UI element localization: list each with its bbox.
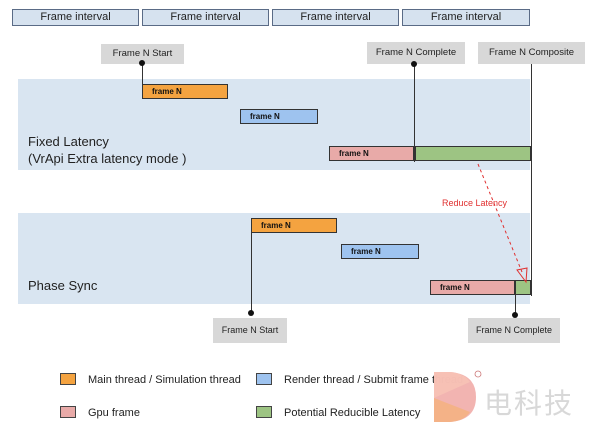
fixed-latency-subtitle: (VrApi Extra latency mode ) bbox=[28, 151, 187, 166]
legend-gpu-swatch bbox=[60, 406, 76, 418]
legend-render-swatch bbox=[256, 373, 272, 385]
phase-sync-title: Phase Sync bbox=[28, 278, 98, 293]
frame-interval-2: Frame interval bbox=[142, 9, 269, 26]
line-complete-bottom bbox=[515, 280, 516, 316]
phase-main-thread-bar: frame N bbox=[251, 218, 337, 233]
legend-main-label: Main thread / Simulation thread bbox=[88, 374, 241, 386]
fixed-gpu-frame-bar: frame N bbox=[329, 146, 414, 161]
marker-frame-complete-bottom: Frame N Complete bbox=[468, 318, 560, 343]
watermark-text: 电科技 bbox=[484, 387, 575, 420]
dot-start-bottom bbox=[248, 310, 254, 316]
legend-potential-swatch bbox=[256, 406, 272, 418]
dot-complete-top bbox=[411, 61, 417, 67]
reduce-latency-arrow bbox=[477, 163, 528, 284]
marker-frame-start-bottom: Frame N Start bbox=[213, 318, 287, 343]
frame-interval-4: Frame interval bbox=[402, 9, 530, 26]
dot-complete-bottom bbox=[512, 312, 518, 318]
line-start-bottom bbox=[251, 218, 252, 314]
fixed-potential-latency-bar bbox=[415, 146, 531, 161]
marker-frame-composite-top: Frame N Composite bbox=[478, 42, 585, 64]
legend-gpu-label: Gpu frame bbox=[88, 407, 140, 419]
frame-interval-3: Frame interval bbox=[272, 9, 399, 26]
marker-frame-start-top: Frame N Start bbox=[101, 44, 184, 64]
marker-frame-complete-top: Frame N Complete bbox=[367, 42, 465, 64]
watermark-logo-icon bbox=[434, 370, 482, 422]
legend-main-swatch bbox=[60, 373, 76, 385]
frame-interval-1: Frame interval bbox=[12, 9, 139, 26]
dot-start-top bbox=[139, 60, 145, 66]
fixed-latency-title: Fixed Latency bbox=[28, 134, 109, 149]
legend-render-label: Render thread / Submit frame thread bbox=[284, 374, 464, 386]
fixed-main-thread-bar: frame N bbox=[142, 84, 228, 99]
line-start-top bbox=[142, 63, 143, 99]
reduce-latency-label: Reduce Latency bbox=[442, 198, 508, 208]
phase-gpu-frame-bar: frame N bbox=[430, 280, 515, 295]
line-composite bbox=[531, 64, 532, 296]
line-complete-top bbox=[414, 64, 415, 162]
fixed-render-thread-bar: frame N bbox=[240, 109, 318, 124]
phase-render-thread-bar: frame N bbox=[341, 244, 419, 259]
legend-potential-label: Potential Reducible Latency bbox=[284, 407, 421, 419]
